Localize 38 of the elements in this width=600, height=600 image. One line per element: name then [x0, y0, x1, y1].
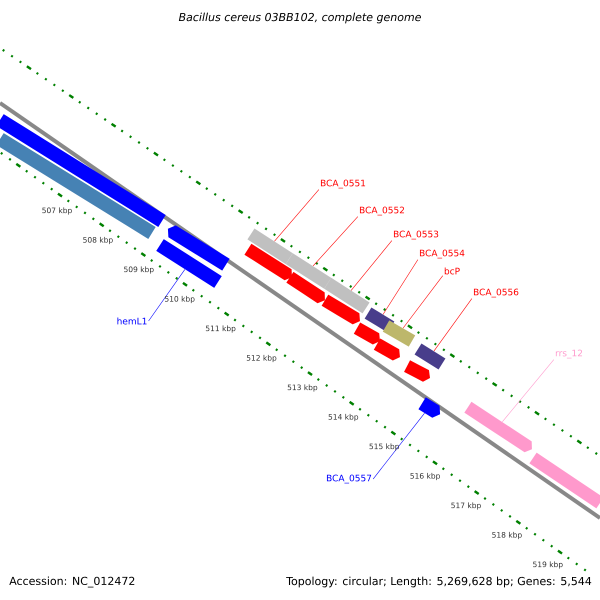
gene-block	[354, 322, 380, 345]
leader-line	[382, 259, 418, 315]
gene-label: BCA_0557	[326, 474, 372, 484]
footer-text: Accession: NC_012472	[9, 576, 134, 588]
gene-bar	[414, 344, 446, 370]
gene-bar	[324, 278, 370, 314]
gene-block	[464, 402, 532, 452]
gene-label: BCA_0553	[394, 230, 438, 240]
leader-line	[502, 359, 554, 422]
leader-line	[148, 269, 186, 322]
gene-label: BCA_0551	[320, 180, 366, 188]
gene-bar	[156, 239, 222, 288]
gene-block	[168, 225, 230, 271]
title: Bacillus cereus 03BB102, complete genome	[178, 12, 421, 24]
gene-block	[286, 272, 325, 304]
gene-block	[244, 244, 292, 280]
gene-label: BCA_0554	[420, 250, 464, 258]
leader-line	[372, 412, 425, 480]
gene-block	[322, 294, 360, 324]
footer-text: Topology: circular; Length: 5,269,628 bp; Genes: 5,544	[286, 576, 592, 588]
gene-label: BCA_0556	[474, 288, 518, 298]
gene-label: rrs_12	[556, 350, 582, 358]
gene-label: BCA_0552	[360, 206, 404, 216]
leader-line	[312, 216, 358, 266]
gene-bar	[0, 114, 166, 227]
gene-block	[418, 397, 440, 418]
leader-line	[274, 189, 320, 242]
gene-block	[404, 360, 430, 382]
leader-line	[402, 275, 444, 328]
gene-label: hemL1	[117, 318, 147, 324]
gene-bar	[382, 320, 416, 347]
leader-line	[434, 298, 472, 352]
gene-bar	[529, 452, 600, 508]
gene-block	[374, 338, 400, 361]
gene-label: bcP	[444, 268, 460, 274]
gene-bar	[247, 228, 293, 264]
gene-bar	[286, 253, 332, 289]
leader-line	[350, 240, 392, 291]
